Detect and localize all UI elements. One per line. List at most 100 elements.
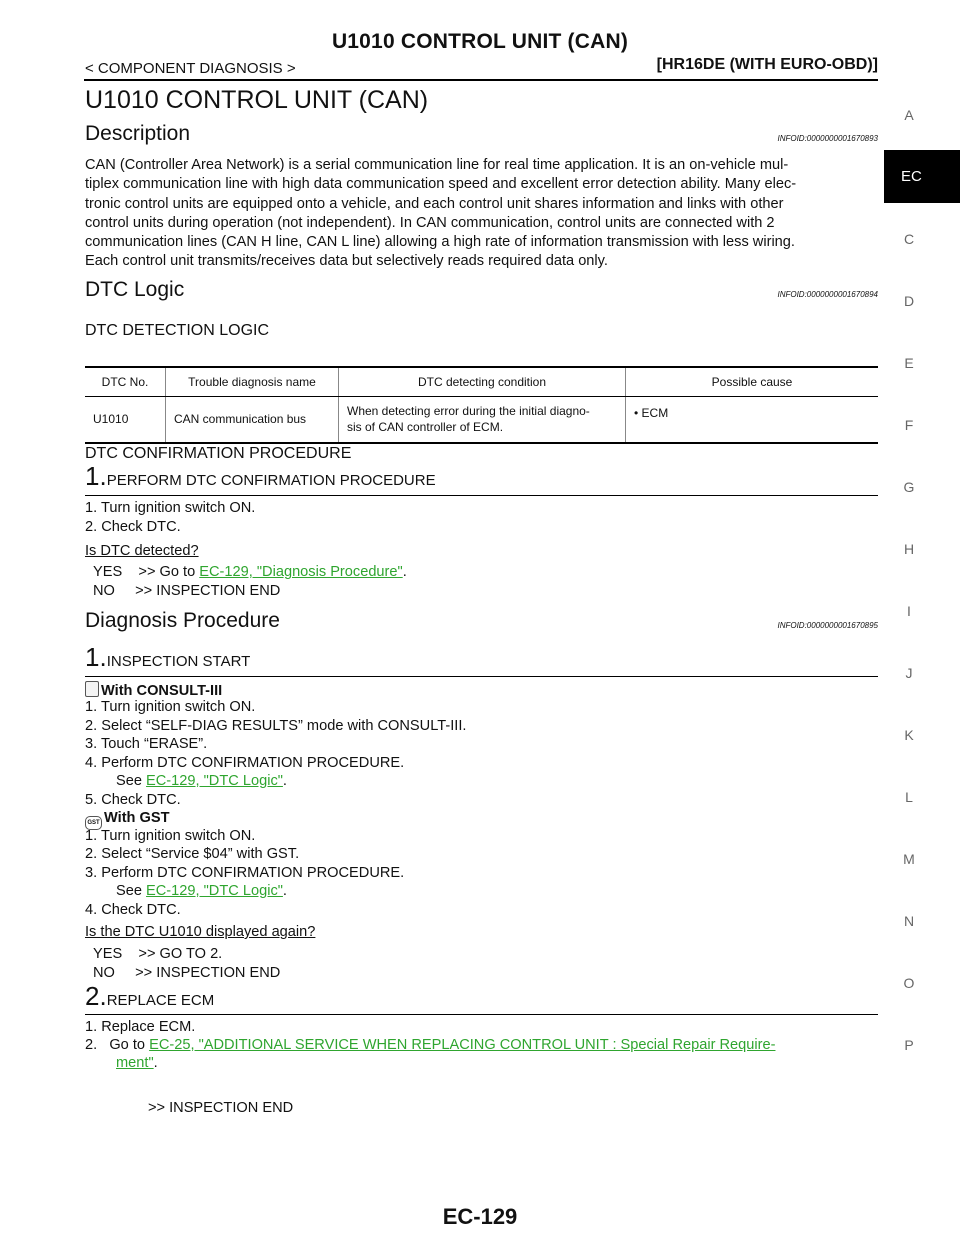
sidebar-item-l[interactable]: L [905,789,913,805]
no-branch: NO >> INSPECTION END [93,965,281,981]
diagnosis-heading: Diagnosis Procedure [85,609,280,632]
sidebar-active-label: EC [901,168,922,185]
page-heading: U1010 CONTROL UNIT (CAN) [85,86,429,114]
go-to-text: 2. Go to [85,1037,150,1053]
model-label: [HR16DE (WITH EURO-OBD)] [656,56,878,73]
step-item-continued: ment". [116,1055,158,1071]
step-question: Is the DTC U1010 displayed again? [85,924,316,940]
sidebar-item-o[interactable]: O [903,975,915,991]
diagnosis-infoid: INFOID:0000000001670895 [777,621,878,630]
sidebar-item-p[interactable]: P [904,1037,914,1053]
consult-item: 5. Check DTC. [85,792,181,808]
inspection-end: >> INSPECTION END [148,1100,294,1116]
table-header: Possible cause [625,366,878,397]
see-reference: See EC-129, "DTC Logic". [116,883,287,899]
description-line: Each control unit transmits/receives dat… [85,253,608,270]
table-header-row: DTC No. Trouble diagnosis name DTC detec… [85,366,878,397]
see-reference: See EC-129, "DTC Logic". [116,773,287,789]
yes-branch: YES >> Go to EC-129, "Diagnosis Procedur… [93,564,407,580]
table-header: DTC No. [85,366,166,397]
document-title: U1010 CONTROL UNIT (CAN) [331,30,629,53]
sidebar-item-e[interactable]: E [904,355,914,371]
sidebar-item-ec-active[interactable]: EC [884,150,960,203]
description-paragraph: CAN (Controller Area Network) is a seria… [85,156,878,272]
gst-icon: GST [85,816,102,830]
gst-item: 2. Select “Service $04” with GST. [85,846,300,862]
step-rule [85,676,878,677]
sidebar-item-g[interactable]: G [903,479,915,495]
description-line: control units during operation (not inde… [85,214,775,231]
yes-suffix: . [402,564,407,580]
sidebar-item-k[interactable]: K [904,727,914,743]
consult-title-text: With CONSULT-III [101,683,223,699]
consult-item: 1. Turn ignition switch ON. [85,699,256,715]
description-line: tiplex communication line with high data… [85,176,797,193]
dtc-logic-infoid: INFOID:0000000001670894 [777,290,878,299]
step-item: 1. Turn ignition switch ON. [85,500,256,516]
description-infoid: INFOID:0000000001670893 [777,134,878,143]
diagnosis-name-cell: CAN communication bus [165,396,339,444]
dtc-logic-heading: DTC Logic [85,278,185,301]
special-repair-link[interactable]: EC-25, "ADDITIONAL SERVICE WHEN REPLACIN… [149,1037,776,1053]
condition-line: sis of CAN controller of ECM. [347,420,504,434]
see-suffix: . [282,773,287,789]
table-row: U1010 CAN communication bus When detecti… [85,396,878,444]
dtc-confirmation-heading: DTC CONFIRMATION PROCEDURE [85,445,352,462]
step-heading: 1.INSPECTION START [85,642,250,673]
condition-cell: When detecting error during the initial … [338,396,626,444]
see-suffix: . [282,883,287,899]
sidebar-item-f[interactable]: F [904,417,914,433]
step-label: INSPECTION START [106,653,251,670]
sidebar-item-m[interactable]: M [903,851,915,867]
description-heading: Description [85,122,191,145]
consult-item: 4. Perform DTC CONFIRMATION PROCEDURE. [85,755,405,771]
sidebar-item-j[interactable]: J [905,665,913,681]
step-number: 1. [85,642,107,672]
gst-item: 1. Turn ignition switch ON. [85,828,256,844]
table-header: DTC detecting condition [338,366,626,397]
step-label: REPLACE ECM [106,992,215,1009]
cause-cell: • ECM [625,396,878,444]
sidebar-item-n[interactable]: N [903,913,915,929]
diagnosis-procedure-link[interactable]: EC-129, "Diagnosis Procedure" [199,564,403,580]
bullet-icon: • [634,406,639,420]
table-header: Trouble diagnosis name [165,366,339,397]
description-line: CAN (Controller Area Network) is a seria… [85,157,789,173]
step-number: 1. [85,461,107,491]
sidebar-item-i[interactable]: I [907,603,911,619]
sidebar-item-a[interactable]: A [904,107,914,123]
link-suffix: . [153,1055,158,1071]
dtc-number-cell: U1010 [85,396,166,444]
condition-line: When detecting error during the initial … [347,404,590,418]
header-rule [84,79,878,81]
page-number: EC-129 [442,1204,518,1229]
cause-text: ECM [641,406,669,420]
dtc-table: DTC No. Trouble diagnosis name DTC detec… [85,366,878,444]
step-rule [85,495,878,496]
no-branch: NO >> INSPECTION END [93,583,281,599]
step-item: 1. Replace ECM. [85,1019,196,1035]
dtc-logic-link[interactable]: EC-129, "DTC Logic" [146,883,283,899]
sidebar-item-c[interactable]: C [903,231,915,247]
description-line: tronic control units are equipped onto a… [85,195,784,212]
sidebar-item-h[interactable]: H [903,541,915,557]
step-question: Is DTC detected? [85,543,199,559]
dtc-logic-link[interactable]: EC-129, "DTC Logic" [146,773,283,789]
see-text: See [116,773,147,789]
step-item: 2. Check DTC. [85,519,181,535]
breadcrumb: < COMPONENT DIAGNOSIS > [85,60,296,77]
consult-icon [85,681,99,697]
step-heading: 1.PERFORM DTC CONFIRMATION PROCEDURE [85,461,436,492]
special-repair-link-continued[interactable]: ment" [116,1055,154,1071]
step-rule [85,1014,878,1015]
consult-item: 2. Select “SELF-DIAG RESULTS” mode with … [85,718,467,734]
gst-item: 4. Check DTC. [85,902,181,918]
step-heading: 2.REPLACE ECM [85,981,214,1012]
see-text: See [116,883,147,899]
sidebar-item-d[interactable]: D [903,293,915,309]
yes-branch: YES >> GO TO 2. [93,946,223,962]
consult-title: With CONSULT-III [85,681,222,699]
step-label: PERFORM DTC CONFIRMATION PROCEDURE [106,472,436,489]
consult-item: 3. Touch “ERASE”. [85,736,208,752]
